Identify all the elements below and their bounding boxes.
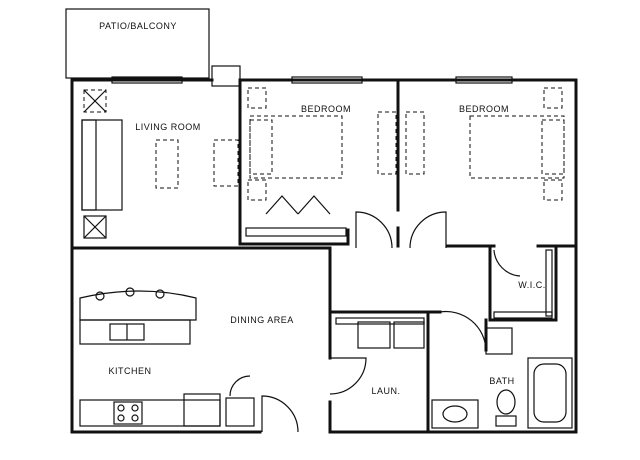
bed-1-pillows xyxy=(249,119,273,175)
wic-label: W.I.C. xyxy=(518,280,546,290)
laundry: LAUN. xyxy=(335,317,425,396)
dining-label: DINING AREA xyxy=(230,315,294,325)
laundry-label: LAUN. xyxy=(371,386,400,396)
bedroom-2: BEDROOM xyxy=(405,87,565,201)
exterior-walls xyxy=(70,78,578,434)
coffee-table xyxy=(155,139,179,189)
dining-kitchen: DINING AREA KITCHEN xyxy=(79,287,294,427)
patio-balcony: PATIO/BALCONY xyxy=(65,8,210,79)
bed-2-pillows xyxy=(541,119,565,175)
vanity xyxy=(431,399,479,429)
bedroom-1: BEDROOM xyxy=(245,87,397,237)
bathtub xyxy=(527,357,573,429)
kitchen-counter xyxy=(79,319,191,345)
toilet xyxy=(496,389,516,415)
bedroom-2-label: BEDROOM xyxy=(459,104,509,114)
windows xyxy=(111,76,513,84)
walk-in-closet: W.I.C. xyxy=(493,249,553,319)
bathroom: BATH xyxy=(431,327,573,429)
fridge xyxy=(183,393,221,427)
patio-label: PATIO/BALCONY xyxy=(99,21,177,31)
interior-walls xyxy=(70,78,578,434)
sofa xyxy=(81,119,123,211)
living-room: LIVING ROOM xyxy=(81,89,239,239)
pantry xyxy=(225,397,255,427)
bed-1 xyxy=(249,115,343,179)
chimney-block xyxy=(211,65,241,87)
kitchen-label: KITCHEN xyxy=(108,366,151,376)
bedroom-1-label: BEDROOM xyxy=(301,104,351,114)
stove xyxy=(113,401,143,425)
dryer xyxy=(393,321,425,349)
living-room-label: LIVING ROOM xyxy=(135,122,201,132)
doors xyxy=(229,195,521,433)
closet-shelf-1 xyxy=(245,227,347,237)
bath-label: BATH xyxy=(489,376,514,386)
bed-2 xyxy=(469,115,565,179)
washer xyxy=(357,321,391,349)
